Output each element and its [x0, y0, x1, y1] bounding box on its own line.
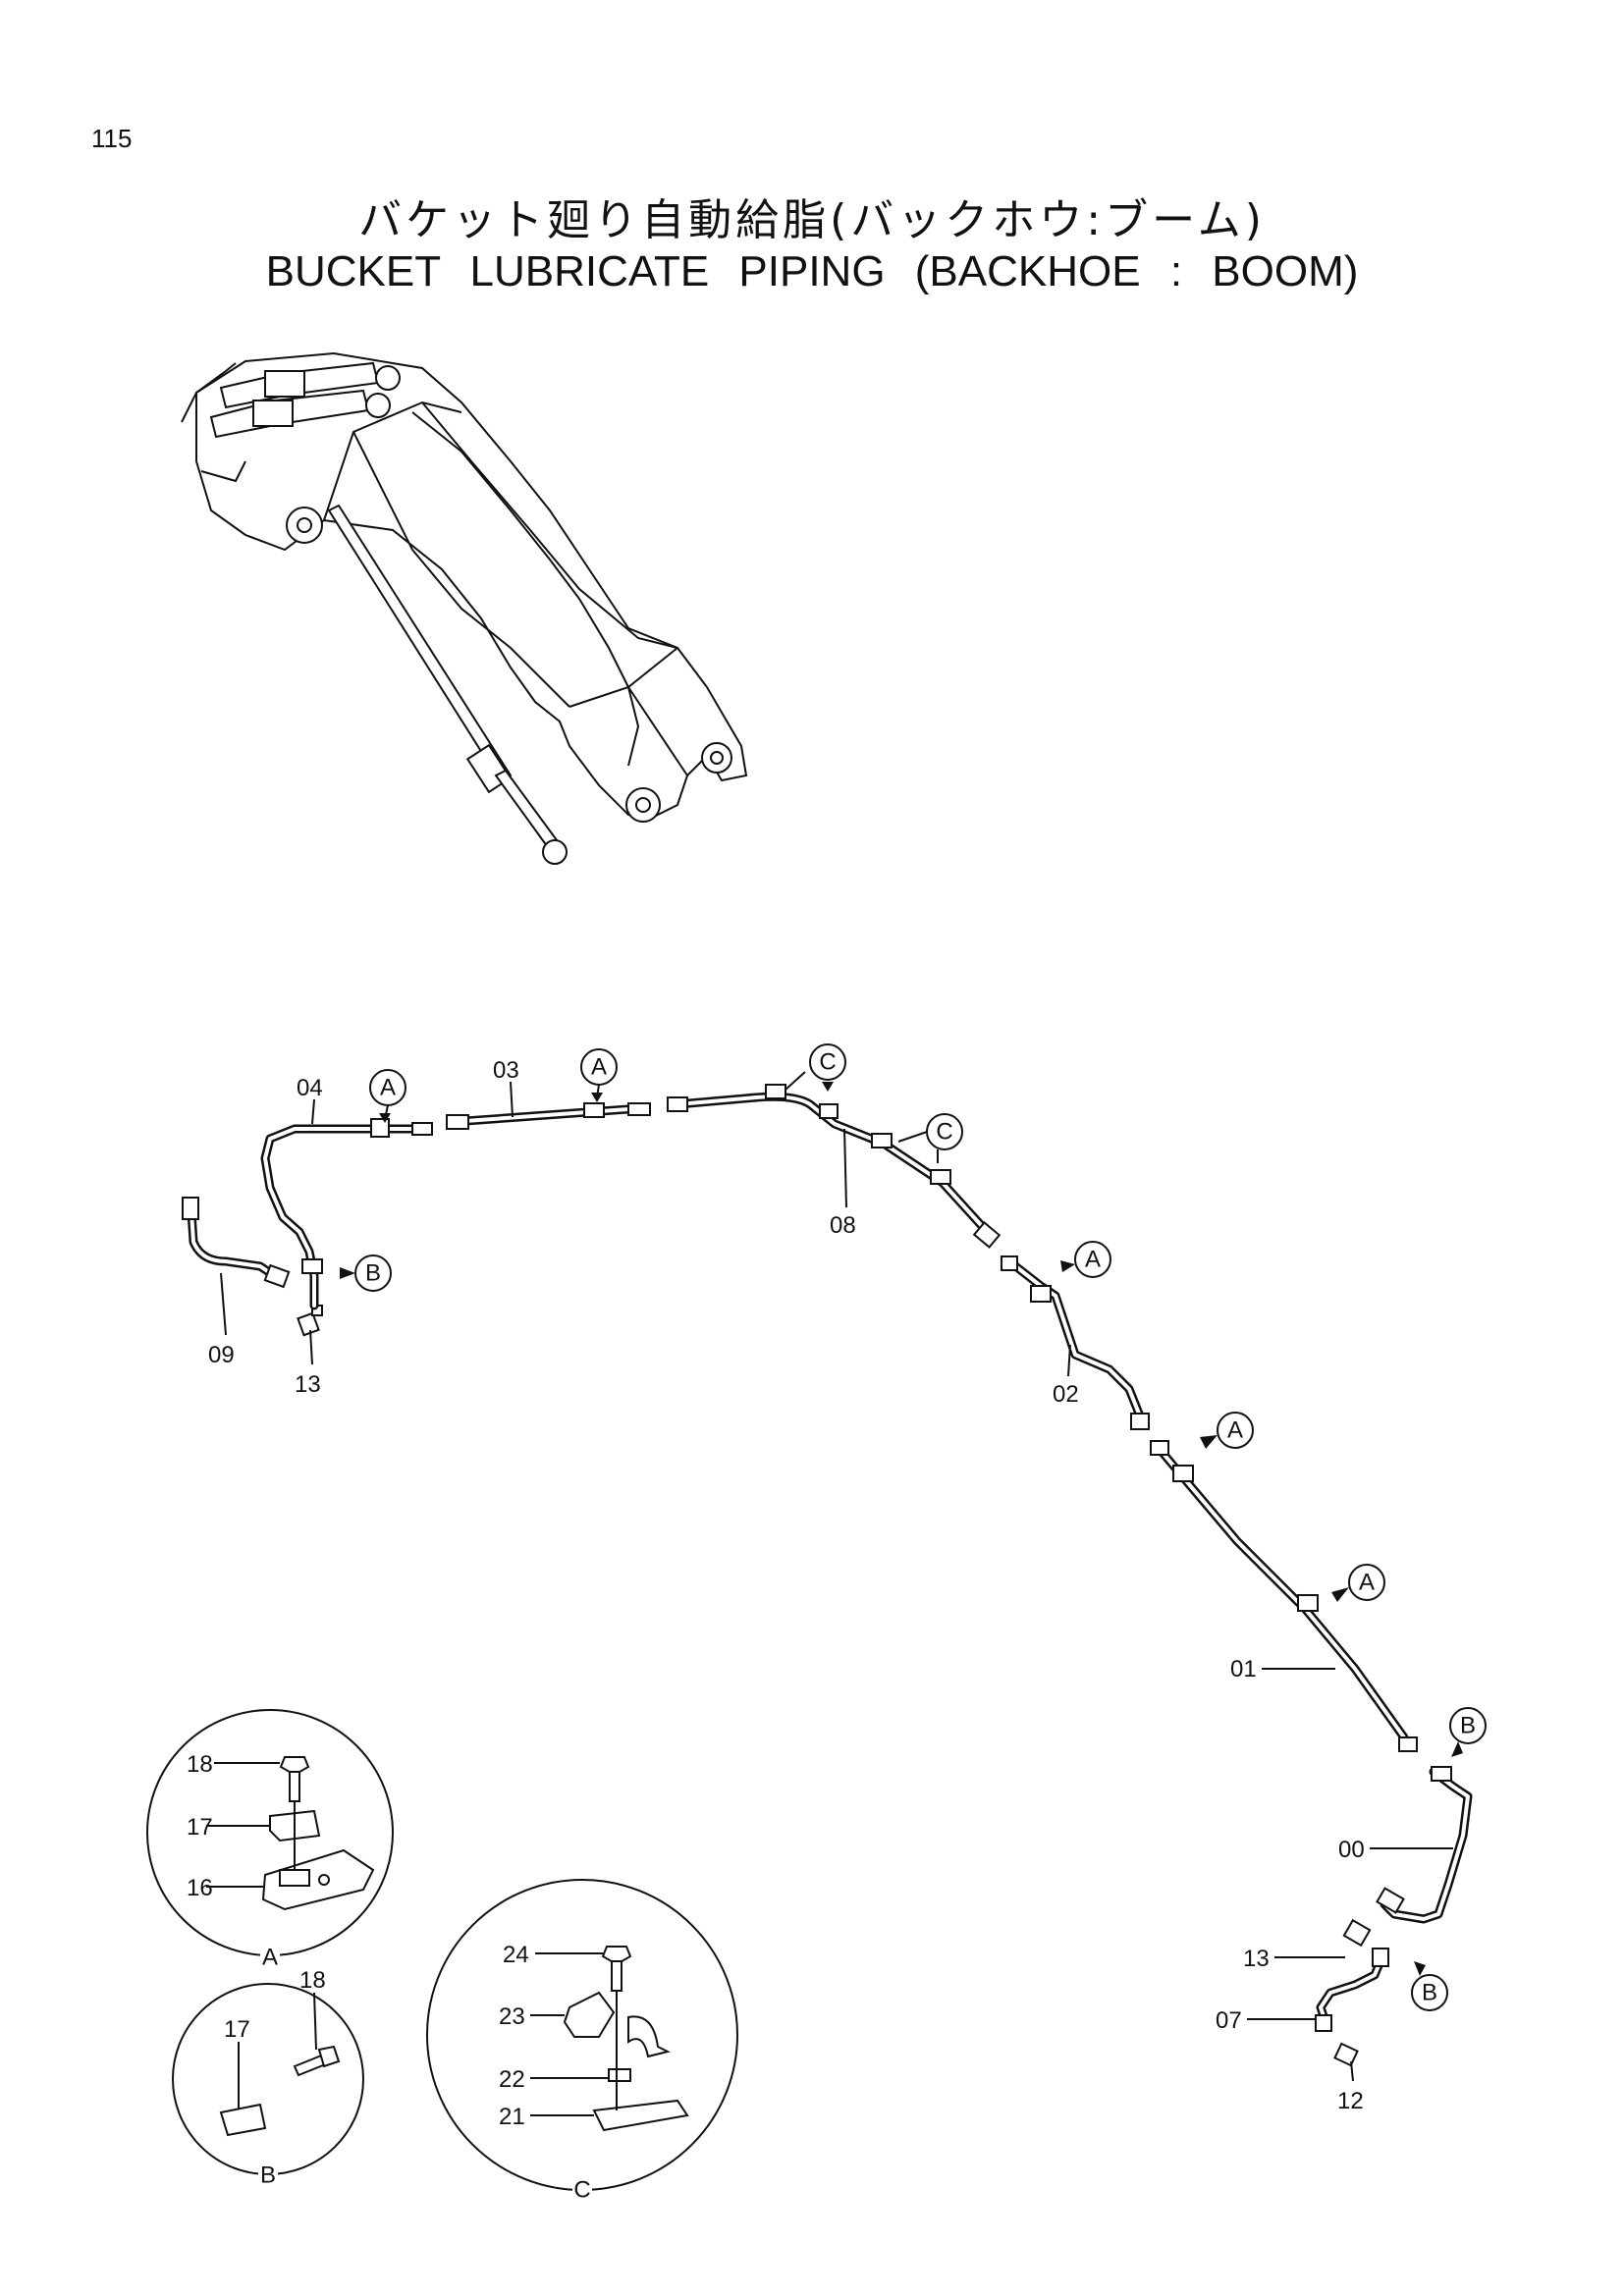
piping-route — [182, 1084, 1473, 2067]
svg-text:C: C — [936, 1119, 952, 1146]
detail-b-label-17: 17 — [224, 2016, 250, 2043]
svg-text:C: C — [819, 1049, 836, 1076]
detail-a-label-16: 16 — [187, 1875, 213, 1901]
detail-b: B 17 18 — [172, 1967, 364, 2189]
title-english: BUCKET LUBRICATE PIPING (BACKHOE : BOOM) — [265, 247, 1359, 295]
label-07: 07 — [1216, 2007, 1242, 2034]
label-00: 00 — [1338, 1837, 1365, 1863]
detail-c-label-23: 23 — [499, 2003, 525, 2030]
callout-A — [1217, 1412, 1254, 1449]
detail-c-label-21: 21 — [499, 2104, 525, 2130]
label-01: 01 — [1230, 1656, 1257, 1682]
svg-text:A: A — [380, 1075, 396, 1101]
label-13-right: 13 — [1243, 1946, 1270, 1972]
fitting-13-right — [1342, 1918, 1372, 1948]
detail-b-label-18: 18 — [299, 1967, 326, 1994]
detail-b-caption: B — [260, 2163, 276, 2189]
fitting-13-left — [297, 1311, 320, 1337]
svg-text:B: B — [1460, 1713, 1476, 1739]
detail-c-label-24: 24 — [503, 1942, 529, 1968]
label-13-left: 13 — [295, 1371, 321, 1398]
page-number: 115 — [91, 124, 133, 153]
title-japanese: バケット廻り自動給脂(バックホウ:ブーム) — [358, 195, 1266, 245]
part-labels: 04 03 08 09 13 02 01 00 13 07 12 — [208, 1057, 1453, 2114]
label-09: 09 — [208, 1342, 235, 1368]
detail-c-caption: C — [573, 2177, 590, 2204]
callout-A — [1074, 1241, 1111, 1278]
svg-text:B: B — [1422, 1980, 1437, 2006]
label-04: 04 — [297, 1075, 323, 1101]
fitting-12 — [1333, 2042, 1359, 2067]
callout-A — [1348, 1564, 1385, 1601]
callouts: A A B C C A A A B B — [340, 1043, 1487, 2011]
callout-C — [809, 1043, 846, 1081]
label-08: 08 — [830, 1212, 856, 1239]
callout-B — [1411, 1974, 1448, 2011]
detail-a-label-17: 17 — [187, 1814, 213, 1841]
detail-c-label-22: 22 — [499, 2066, 525, 2093]
label-12: 12 — [1337, 2088, 1364, 2114]
label-03: 03 — [493, 1057, 519, 1084]
detail-a-caption: A — [262, 1945, 278, 1971]
callout-B — [1449, 1707, 1487, 1744]
svg-text:A: A — [1227, 1417, 1243, 1444]
label-02: 02 — [1053, 1381, 1079, 1408]
detail-c: C 24 23 22 21 — [426, 1879, 738, 2204]
svg-text:A: A — [1085, 1247, 1101, 1273]
svg-text:A: A — [591, 1054, 607, 1081]
detail-a-label-18: 18 — [187, 1751, 213, 1778]
svg-text:A: A — [1359, 1570, 1375, 1596]
svg-text:B: B — [365, 1260, 381, 1287]
detail-a: A 18 17 16 — [146, 1709, 394, 1971]
boom-overview-illustration — [181, 351, 748, 865]
